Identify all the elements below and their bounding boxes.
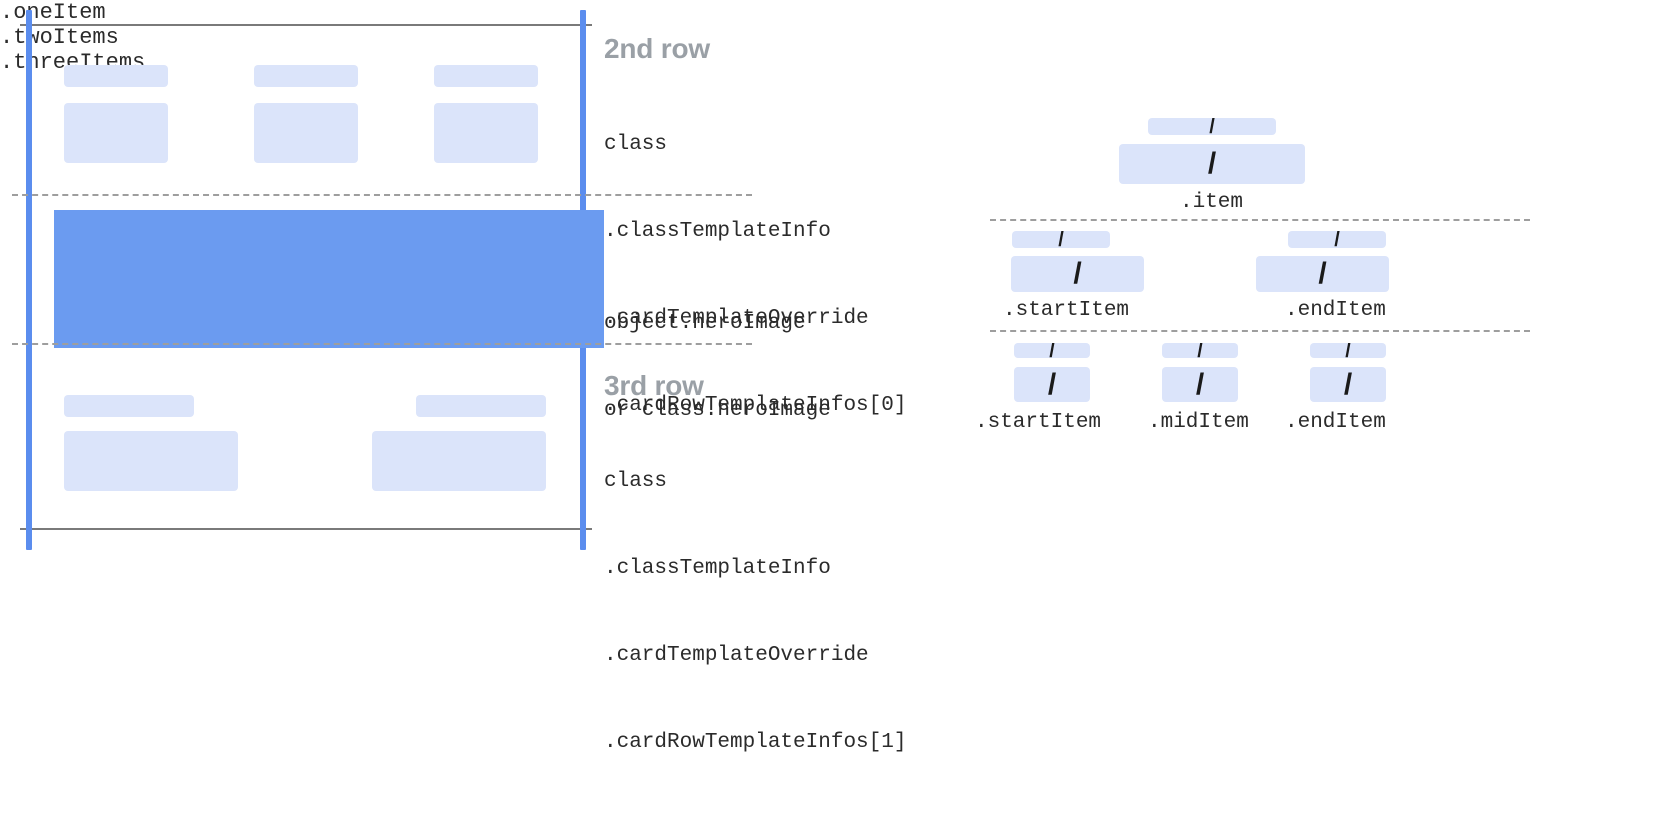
card-top-border: [20, 24, 592, 26]
code-line: class: [604, 470, 668, 493]
code-line: or class.heroImage: [604, 399, 831, 422]
threeitems-start-value-bar: /: [1014, 367, 1090, 402]
diagram-canvas: 2nd row class .classTemplateInfo .cardTe…: [0, 0, 1530, 754]
code-line: class: [604, 133, 668, 156]
twoitems-start-value-bar: /: [1011, 256, 1144, 292]
code-line: .cardTemplateOverride: [604, 644, 869, 667]
threeitems-sublabel-miditem: .midItem: [1148, 411, 1249, 434]
oneitem-value-bar: /: [1119, 144, 1305, 184]
twoitems-end-value-bar: /: [1256, 256, 1389, 292]
annotation-code-hero-image: object.heroImage or class.heroImage: [604, 251, 831, 483]
slash-glyph: /: [1334, 231, 1340, 248]
slash-glyph: /: [1209, 118, 1215, 135]
threeitems-mid-label-bar: /: [1162, 343, 1238, 358]
row3-col2-label-placeholder: [416, 395, 546, 417]
row3-col2-body-placeholder: [372, 431, 546, 491]
row2-col3-body-placeholder: [434, 103, 538, 163]
code-line: .cardRowTemplateInfos[0]: [604, 394, 907, 417]
group-separator-2: [990, 330, 1530, 332]
twoitems-sublabel-startitem: .startItem: [1003, 299, 1130, 322]
threeitems-sublabel-startitem: .startItem: [975, 411, 1102, 434]
threeitems-start-label-bar: /: [1014, 343, 1090, 358]
slash-glyph: /: [1047, 367, 1057, 401]
oneitem-label-bar: /: [1148, 118, 1276, 135]
code-line: object.heroImage: [604, 312, 806, 335]
annotation-code-2nd-row: class .classTemplateInfo .cardTemplateOv…: [604, 72, 906, 478]
slash-glyph: /: [1195, 367, 1205, 401]
slash-glyph: /: [1343, 367, 1353, 401]
slash-glyph: /: [1318, 257, 1327, 290]
hero-image-band: [54, 210, 604, 348]
twoitems-end-label-bar: /: [1288, 231, 1386, 248]
slash-glyph: /: [1058, 231, 1064, 248]
group-label-twoitems: .twoItems: [0, 25, 119, 50]
row2-col2-body-placeholder: [254, 103, 358, 163]
row2-col1-body-placeholder: [64, 103, 168, 163]
annotation-title-3rd-row: 3rd row: [604, 370, 704, 401]
card-bottom-border: [20, 528, 592, 530]
card-left-rail: [26, 10, 32, 550]
card-template-mock: [20, 10, 604, 550]
annotation-code-3rd-row: class .classTemplateInfo .cardTemplateOv…: [604, 409, 906, 815]
slash-glyph: /: [1345, 343, 1351, 358]
group-separator-1: [990, 219, 1530, 221]
twoitems-start-label-bar: /: [1012, 231, 1110, 248]
threeitems-sublabel-enditem: .endItem: [1285, 411, 1386, 434]
code-line: .cardTemplateOverride: [604, 307, 869, 330]
row2-col1-label-placeholder: [64, 65, 168, 87]
code-line: .classTemplateInfo: [604, 557, 831, 580]
group-label-oneitem: .oneItem: [0, 0, 106, 25]
code-line: .cardRowTemplateInfos[1]: [604, 731, 907, 754]
code-line: .classTemplateInfo: [604, 220, 831, 243]
row3-col1-label-placeholder: [64, 395, 194, 417]
slash-glyph: /: [1073, 257, 1082, 290]
row2-col3-label-placeholder: [434, 65, 538, 87]
oneitem-sublabel-item: .item: [1180, 191, 1244, 214]
row2-col2-label-placeholder: [254, 65, 358, 87]
row-separator-top: [12, 194, 752, 196]
threeitems-mid-value-bar: /: [1162, 367, 1238, 402]
row-separator-bottom: [12, 343, 752, 345]
slash-glyph: /: [1197, 343, 1203, 358]
slash-glyph: /: [1207, 147, 1217, 180]
slash-glyph: /: [1049, 343, 1055, 358]
threeitems-end-label-bar: /: [1310, 343, 1386, 358]
annotation-title-2nd-row: 2nd row: [604, 33, 710, 64]
row3-col1-body-placeholder: [64, 431, 238, 491]
threeitems-end-value-bar: /: [1310, 367, 1386, 402]
twoitems-sublabel-enditem: .endItem: [1285, 299, 1386, 322]
